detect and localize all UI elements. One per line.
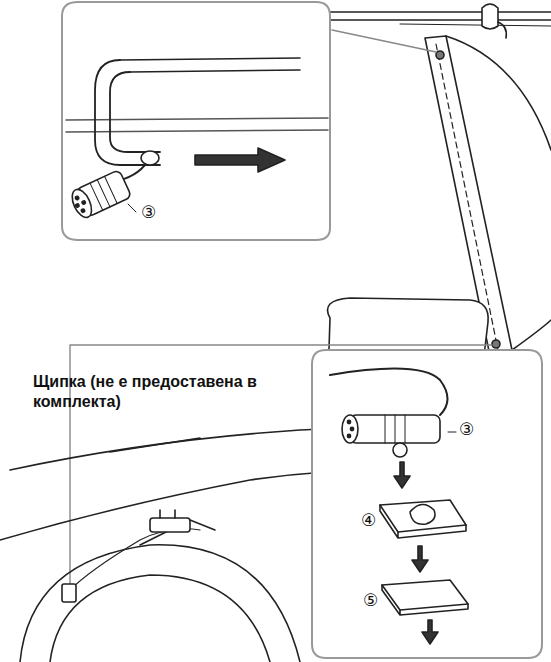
part-note: Щипка (не е предоставена в комплекта) xyxy=(33,372,283,412)
callout-number: ⑤ xyxy=(362,592,379,609)
callout-number: ④ xyxy=(360,512,377,529)
callout-number: ③ xyxy=(140,204,157,221)
callout-number: ③ xyxy=(458,421,475,438)
